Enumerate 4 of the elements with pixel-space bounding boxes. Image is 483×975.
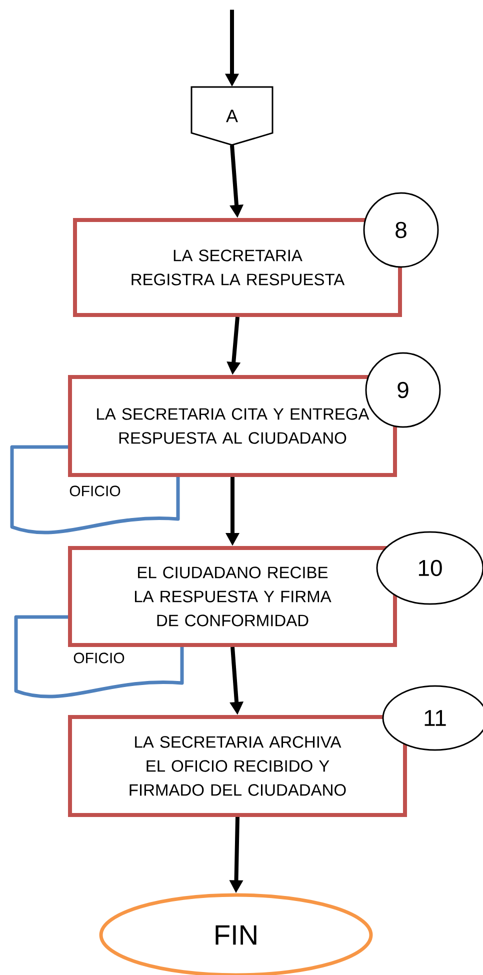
off-page-connector: A: [190, 86, 274, 146]
node-label: 11: [424, 710, 446, 726]
process-box: LA SECRETARIA ARCHIVA EL OFICIO RECIBIDO Y FIRMADO DEL CIUDADANO: [68, 715, 407, 817]
node-label: 10: [418, 560, 442, 576]
